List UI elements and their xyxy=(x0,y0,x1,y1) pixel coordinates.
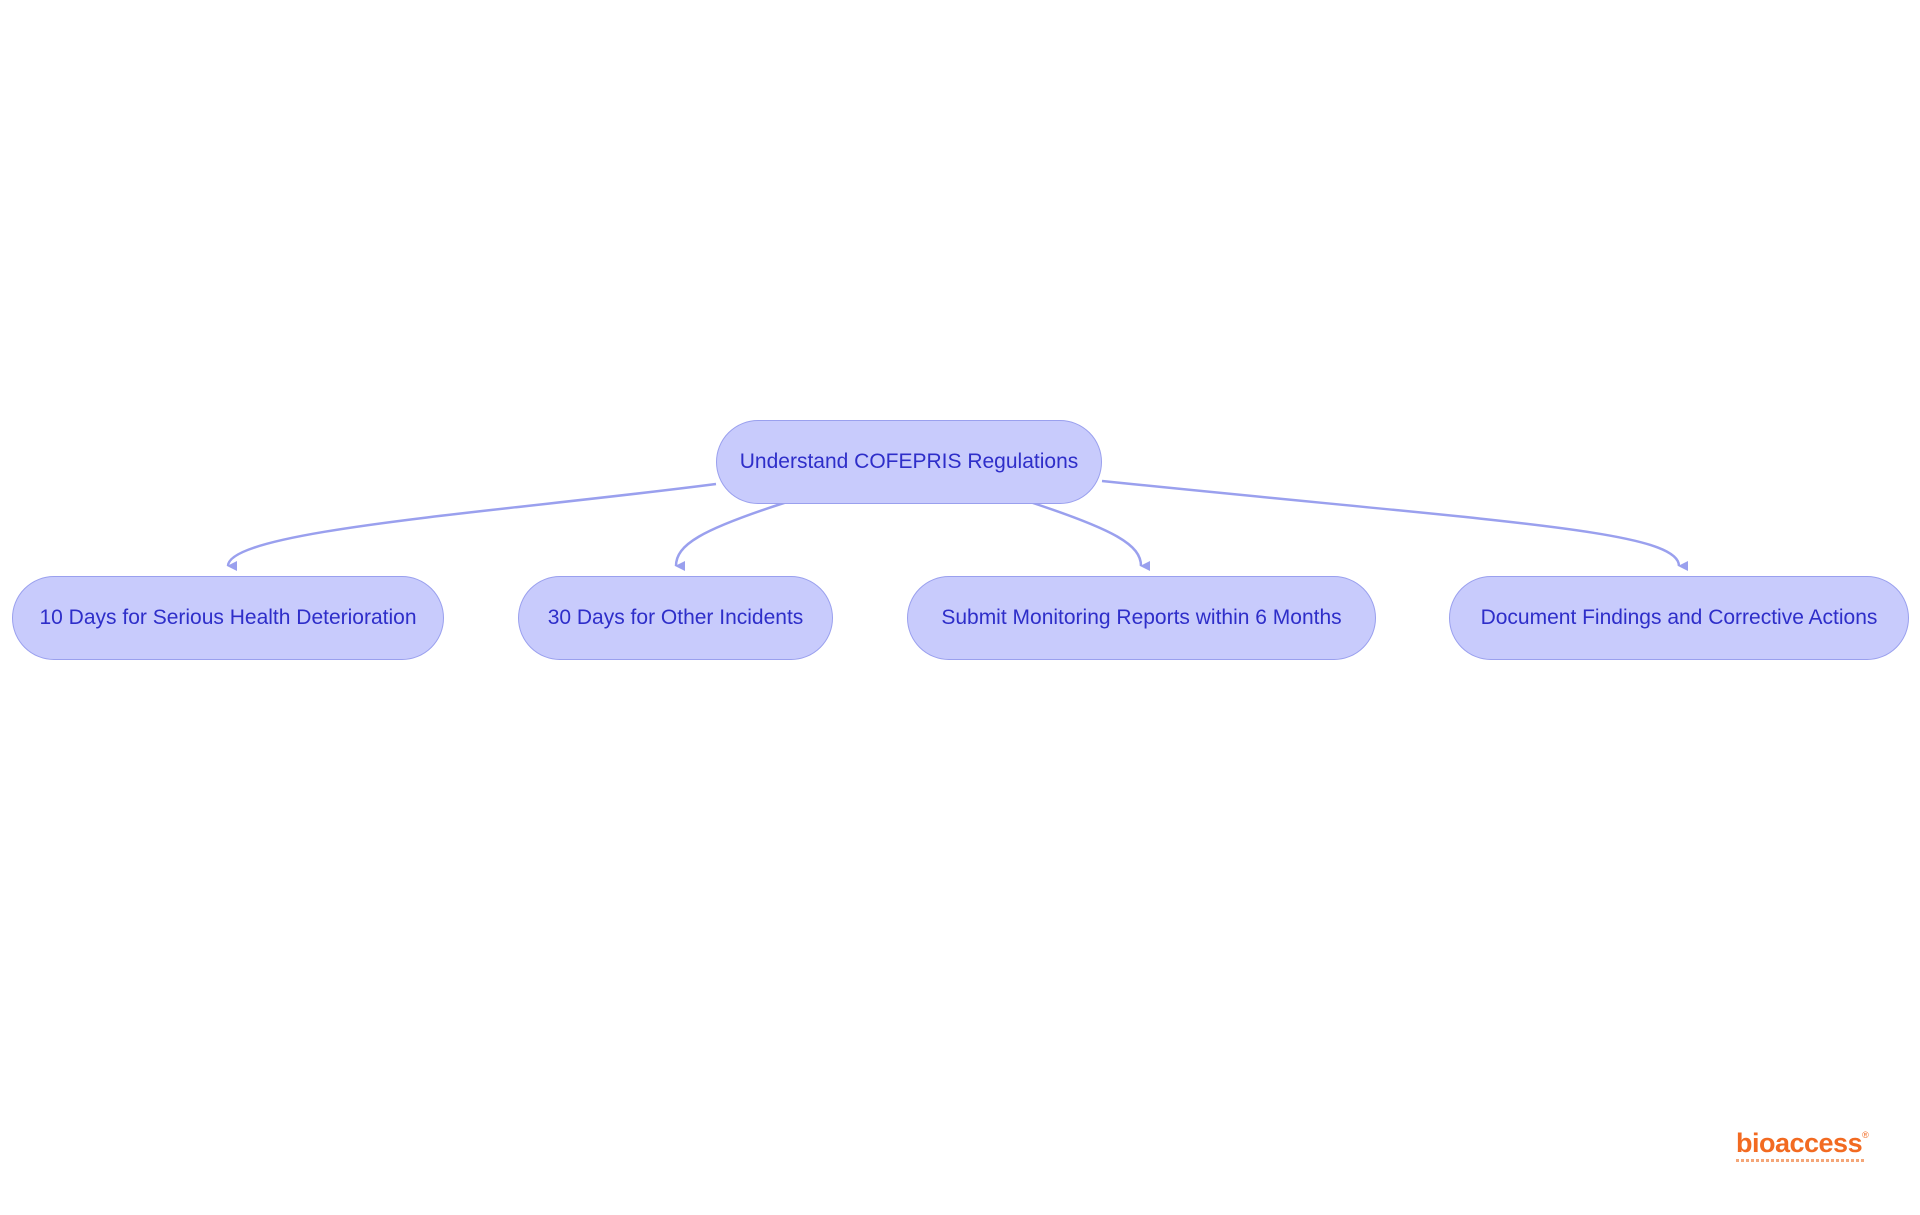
node-label: Understand COFEPRIS Regulations xyxy=(739,450,1079,473)
edge-root-to-child-2 xyxy=(1029,500,1151,571)
node-label: Document Findings and Corrective Actions xyxy=(1480,606,1878,629)
node-10-days-serious-health: 10 Days for Serious Health Deterioration xyxy=(12,576,444,660)
node-label: 10 Days for Serious Health Deterioration xyxy=(39,606,417,629)
edge-root-to-child-1 xyxy=(674,500,788,572)
edge-root-to-child-3 xyxy=(1101,479,1689,571)
registered-mark-icon: ® xyxy=(1862,1130,1869,1140)
logo-wordmark: bioaccess xyxy=(1736,1128,1863,1158)
node-label: 30 Days for Other Incidents xyxy=(547,606,804,629)
logo-tagline xyxy=(1736,1159,1864,1162)
bioaccess-logo: bioaccess® xyxy=(1736,1130,1870,1166)
node-document-findings: Document Findings and Corrective Actions xyxy=(1449,576,1909,660)
node-30-days-other-incidents: 30 Days for Other Incidents xyxy=(518,576,833,660)
node-submit-monitoring-reports: Submit Monitoring Reports within 6 Month… xyxy=(907,576,1376,660)
node-understand-cofepris-regulations: Understand COFEPRIS Regulations xyxy=(716,420,1102,504)
edge-root-to-child-0 xyxy=(226,482,717,572)
node-label: Submit Monitoring Reports within 6 Month… xyxy=(941,606,1342,629)
